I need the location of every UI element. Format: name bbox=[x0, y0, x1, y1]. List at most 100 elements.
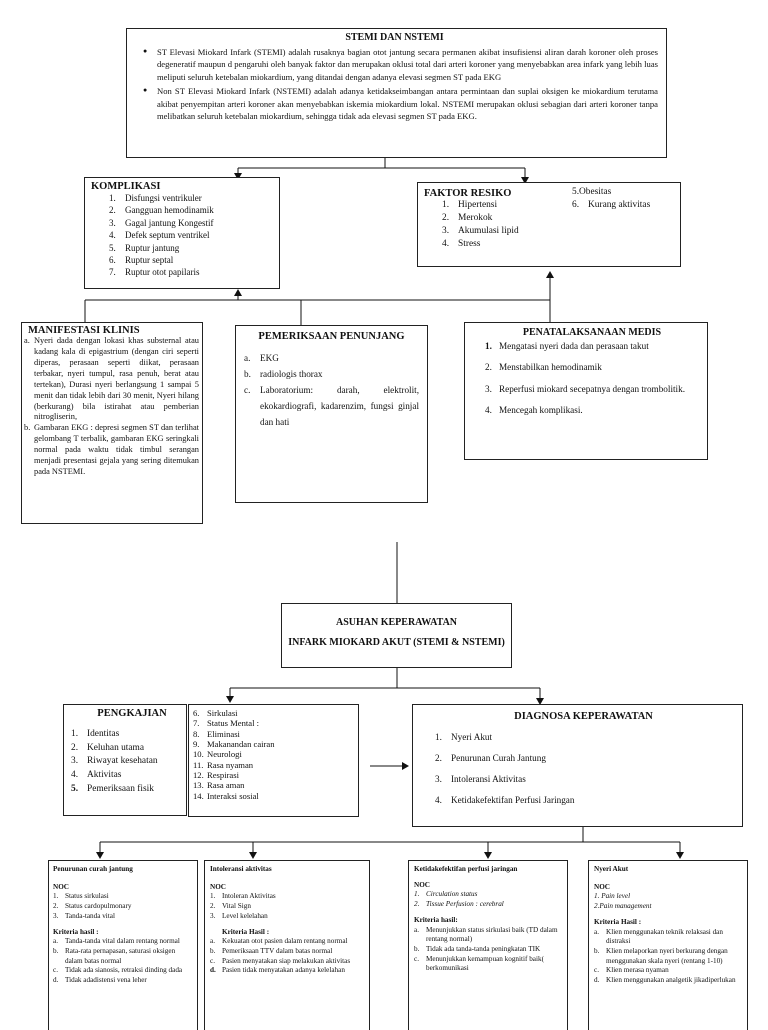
list-item: a.Kekuatan otot pasien dalam rentang nor… bbox=[210, 937, 348, 946]
faktor-list-left: 1.Hipertensi 2.Merokok 3.Akumulasi lipid… bbox=[424, 199, 562, 251]
faktor-list-right: 5.Obesitas 6.Kurang aktivitas bbox=[562, 186, 650, 251]
dx1-noc-list: 1.Status sirkulasi 2.Status cardopulmona… bbox=[53, 892, 193, 921]
dx2-kriteria-list: a.Kekuatan otot pasien dalam rentang nor… bbox=[210, 937, 364, 976]
penatalaksanaan-medis-box: PENATALAKSANAAN MEDIS 1.Mengatasi nyeri … bbox=[464, 322, 708, 460]
pemeriksaan-title: PEMERIKSAAN PENUNJANG bbox=[258, 331, 405, 342]
list-item: 1.Hipertensi bbox=[442, 200, 498, 210]
list-item: d.Tidak adadistensi vena leher bbox=[53, 976, 147, 985]
dx4-noc-list: 1. Pain level 2.Pain management bbox=[594, 892, 742, 911]
pengkajian-title: PENGKAJIAN bbox=[97, 708, 167, 719]
list-item: 1.Intoleran Aktivitas bbox=[210, 892, 276, 901]
dx1-kriteria: Kriteria hasil : bbox=[53, 927, 99, 936]
pengkajian-continued-box: 6.Sirkulasi 7.Status Mental : 8.Eliminas… bbox=[188, 704, 359, 817]
list-item: 2.Menstabilkan hemodinamik bbox=[485, 362, 602, 373]
penatalaksanaan-title: PENATALAKSANAAN MEDIS bbox=[522, 327, 662, 338]
list-item: 5.Obesitas bbox=[572, 187, 612, 197]
diagnosa-title: DIAGNOSA KEPERAWATAN bbox=[514, 711, 653, 722]
asuhan-subtitle: INFARK MIOKARD AKUT (STEMI & NSTEMI) bbox=[288, 637, 505, 648]
list-item: 3.Akumulasi lipid bbox=[442, 225, 519, 236]
list-item: 4.Ketidakefektifan Perfusi Jaringan bbox=[435, 794, 575, 805]
list-item: 2.Tissue Perfusion : cerebral bbox=[414, 900, 504, 909]
dx1-noc: NOC bbox=[53, 882, 69, 891]
manifestasi-title: MANIFESTASI KLINIS bbox=[28, 325, 140, 336]
asuhan-title: ASUHAN KEPERAWATAN bbox=[335, 617, 458, 628]
dx-ketidakefektifan-perfusi-box: Ketidakefektifan perfusi jaringan NOC 1.… bbox=[408, 860, 568, 1030]
list-item: 7.Ruptur otot papilaris bbox=[109, 267, 200, 278]
list-item: c.Laboratorium: darah, elektrolit, ekoka… bbox=[244, 384, 419, 428]
list-item: 3.Level kelelahan bbox=[210, 911, 268, 920]
asuhan-keperawatan-box: ASUHAN KEPERAWATAN INFARK MIOKARD AKUT (… bbox=[281, 603, 512, 668]
list-item: 3.Tanda-tanda vital bbox=[53, 911, 115, 920]
bullet-dot-icon: ● bbox=[143, 47, 148, 55]
list-item: 4.Mencegah komplikasi. bbox=[485, 405, 583, 416]
komplikasi-title: KOMPLIKASI bbox=[91, 181, 161, 192]
list-item: 3.Reperfusi miokard secepatnya dengan tr… bbox=[485, 383, 685, 394]
list-item: 1.Disfungsi ventrikuler bbox=[109, 193, 202, 203]
list-item: 14.Interaksi sosial bbox=[193, 790, 259, 801]
dx4-kriteria-list: a.Klien menggunakan teknik relaksasi dan… bbox=[594, 928, 742, 986]
stemi-title: STEMI DAN NSTEMI bbox=[345, 32, 444, 43]
list-item: 10.Neurologi bbox=[193, 749, 242, 760]
list-item: 4.Aktivitas bbox=[71, 769, 122, 780]
list-item: c.Menunjukkan kemampuan kognitif baik( b… bbox=[414, 954, 544, 973]
dx3-title: Ketidakefektifan perfusi jaringan bbox=[414, 865, 518, 873]
list-item: 11.Rasa nyaman bbox=[193, 759, 254, 770]
list-item: a.EKG bbox=[244, 352, 279, 363]
list-item: 2.Status cardopulmonary bbox=[53, 902, 132, 911]
list-item: b.Rata-rata pernapasan, saturasi oksigen… bbox=[53, 947, 176, 965]
list-item: d.Klien menggunakan analgetik jikadiperl… bbox=[594, 976, 736, 985]
dx-intoleransi-aktivitas-box: Intoleransi aktivitas NOC 1.Intoleran Ak… bbox=[204, 860, 370, 1030]
dx-penurunan-curah-jantung-box: Penurunan curah jantung NOC 1.Status sir… bbox=[48, 860, 198, 1030]
dx4-title: Nyeri Akut bbox=[594, 865, 629, 873]
list-item: a.Menunjukkan status sirkulasi baik (TD … bbox=[414, 925, 558, 944]
pengkajian-list: 1.Identitas 2.Keluhan utama 3.Riwayat ke… bbox=[70, 728, 180, 796]
list-item: a.Nyeri dada dengan lokasi khas substern… bbox=[24, 336, 199, 422]
list-item: b.radiologis thorax bbox=[244, 368, 323, 379]
list-item: 5.Ruptur jantung bbox=[109, 242, 180, 253]
pengkajian-continued-list: 6.Sirkulasi 7.Status Mental : 8.Eliminas… bbox=[193, 708, 354, 801]
list-item: a.Klien menggunakan teknik relaksasi dan… bbox=[594, 927, 723, 946]
dx2-title: Intoleransi aktivitas bbox=[210, 865, 272, 873]
list-item: 4.Stress bbox=[442, 238, 481, 249]
dx-nyeri-akut-box: Nyeri Akut NOC 1. Pain level 2.Pain mana… bbox=[588, 860, 748, 1030]
pengkajian-box: PENGKAJIAN 1.Identitas 2.Keluhan utama 3… bbox=[63, 704, 187, 816]
dx4-noc: NOC bbox=[594, 882, 610, 891]
list-item: b.Tidak ada tanda-tanda peningkatan TIK bbox=[414, 945, 541, 954]
list-item: 2.Merokok bbox=[442, 212, 493, 223]
manifestasi-klinis-box: MANIFESTASI KLINIS a.Nyeri dada dengan l… bbox=[21, 322, 203, 524]
penatalaksanaan-list: 1.Mengatasi nyeri dada dan perasaan taku… bbox=[485, 340, 699, 417]
dx1-title: Penurunan curah jantung bbox=[53, 865, 133, 873]
list-item: 6.Kurang aktivitas bbox=[572, 199, 651, 210]
list-item: 2.Vital Sign bbox=[210, 902, 251, 911]
list-item: 2.Keluhan utama bbox=[71, 742, 145, 753]
list-item: c.Klien merasa nyaman bbox=[594, 966, 669, 975]
dx3-noc: NOC bbox=[414, 880, 430, 889]
list-item: b.Klien melaporkan nyeri berkurang denga… bbox=[594, 947, 728, 965]
list-item: b.Gambaran EKG : depresi segmen ST dan t… bbox=[24, 423, 199, 477]
list-item: d.Pasien tidak menyatakan adanya kelelah… bbox=[210, 966, 345, 975]
list-item: 1.Identitas bbox=[71, 729, 120, 739]
list-item: 1. Pain level bbox=[594, 892, 631, 901]
list-item: a.Tanda-tanda vital dalam rentang normal bbox=[53, 937, 180, 946]
pemeriksaan-penunjang-box: PEMERIKSAAN PENUNJANG a.EKG b.radiologis… bbox=[235, 325, 428, 503]
list-item: 5.Pemeriksaan fisik bbox=[71, 783, 154, 794]
list-item: 1.Status sirkulasi bbox=[53, 892, 109, 901]
komplikasi-list: 1.Disfungsi ventrikuler 2.Gangguan hemod… bbox=[91, 192, 273, 279]
faktor-resiko-box: FAKTOR RESIKO 1.Hipertensi 2.Merokok 3.A… bbox=[417, 182, 681, 267]
bullet-dot-icon: ● bbox=[143, 86, 148, 95]
list-item: 3.Riwayat kesehatan bbox=[71, 756, 158, 767]
list-item: 8.Eliminasi bbox=[193, 728, 240, 739]
list-item: 2.Penurunan Curah Jantung bbox=[435, 752, 546, 763]
dx2-noc-list: 1.Intoleran Aktivitas 2.Vital Sign 3.Lev… bbox=[210, 892, 364, 921]
list-item: 2.Gangguan hemodinamik bbox=[109, 205, 214, 216]
list-item: 2.Pain management bbox=[594, 902, 652, 911]
dx2-kriteria: Kriteria Hasil : bbox=[222, 927, 270, 936]
list-item: b.Pemeriksaan TTV dalam batas normal bbox=[210, 947, 333, 956]
dx1-kriteria-list: a.Tanda-tanda vital dalam rentang normal… bbox=[53, 937, 193, 986]
dx3-kriteria: Kriteria hasil: bbox=[414, 915, 458, 924]
dx2-noc: NOC bbox=[210, 882, 226, 891]
list-item: c.Pasien menyatakan siap melakukan aktiv… bbox=[210, 956, 351, 965]
list-item: 9.Makanandan cairan bbox=[193, 738, 275, 749]
list-item: 3.Gagal jantung Kongestif bbox=[109, 217, 214, 228]
